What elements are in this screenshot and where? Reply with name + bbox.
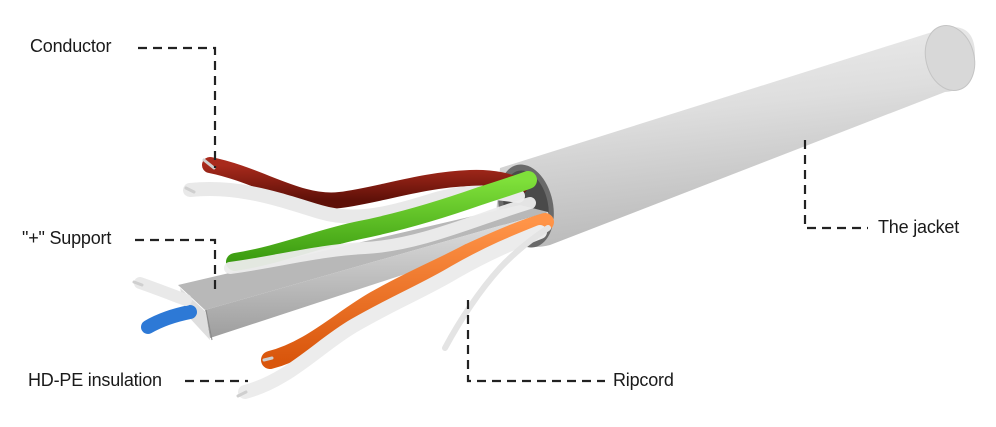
leader-support	[135, 238, 217, 295]
label-ripcord: Ripcord	[613, 370, 674, 390]
label-support: "+" Support	[22, 228, 112, 248]
leader-conductor	[138, 46, 217, 168]
leader-ripcord	[466, 300, 605, 383]
blue-twisted-pair	[132, 277, 197, 334]
label-insulation: HD-PE insulation	[28, 370, 162, 390]
label-conductor: Conductor	[30, 36, 112, 56]
leader-lines	[135, 46, 868, 383]
orange-twisted-pair	[236, 213, 554, 399]
leader-jacket	[803, 140, 868, 230]
green-twisted-pair	[224, 171, 537, 274]
label-jacket: The jacket	[878, 217, 960, 237]
ripcord	[442, 225, 551, 351]
